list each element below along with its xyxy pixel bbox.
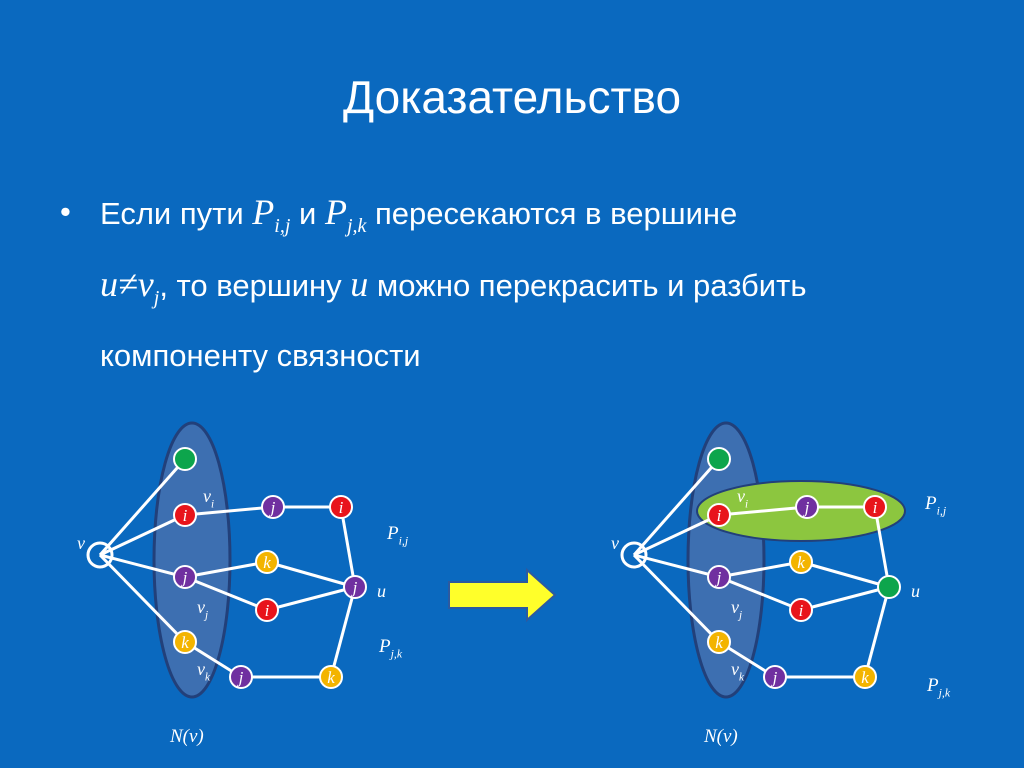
graph-node xyxy=(173,503,197,527)
bullet-dot: • xyxy=(60,194,71,229)
graph-edge xyxy=(339,506,357,588)
graph-edge xyxy=(184,505,274,517)
graph-node xyxy=(173,630,197,654)
label-v: v xyxy=(611,533,619,553)
vertex-v xyxy=(620,541,648,569)
graph-node xyxy=(795,495,819,519)
label-path-pij: Pi,j xyxy=(386,523,408,548)
graph-edge xyxy=(633,513,720,557)
graph-node xyxy=(707,503,731,527)
graph-edge xyxy=(632,553,721,644)
graph-node xyxy=(707,447,731,471)
graph-node xyxy=(319,665,343,689)
graph-node-label: k xyxy=(715,633,723,652)
graph-node xyxy=(877,575,901,599)
bullet-text-1: Если пути xyxy=(100,196,253,231)
slide-title: Доказательство xyxy=(342,71,682,123)
u-math: u xyxy=(350,264,369,305)
graph-node xyxy=(255,550,279,574)
graph-node xyxy=(763,665,787,689)
graph-node xyxy=(343,575,367,599)
graph-node-label: j xyxy=(269,498,276,517)
graph-node xyxy=(261,495,285,519)
graph-edge xyxy=(99,553,186,579)
graph-node xyxy=(173,565,197,589)
label-u: u xyxy=(911,581,920,601)
transform-arrow-icon xyxy=(448,567,557,623)
graph-node-label: i xyxy=(265,601,270,620)
graph-edge xyxy=(184,575,268,612)
graph-node xyxy=(863,495,887,519)
graph-node xyxy=(707,565,731,589)
graph-edge xyxy=(99,513,186,557)
graph-node-label: j xyxy=(237,668,244,687)
graph-edge xyxy=(863,586,891,678)
graph-edge xyxy=(800,585,890,612)
graph-edge xyxy=(266,585,356,612)
graph-node-label: k xyxy=(797,553,805,572)
graph-edge xyxy=(718,505,808,517)
diagram-right: i j k j i k i k j v vi vj vk u Pi,jPj,kN(v) xyxy=(611,421,951,747)
graph-node xyxy=(853,665,877,689)
graph-node-label: k xyxy=(327,668,335,687)
path-pij-math: Pi,j xyxy=(252,192,291,238)
graph-node-label: i xyxy=(339,498,344,517)
graph-node xyxy=(789,550,813,574)
graph-edge xyxy=(800,560,890,589)
graph-node-label: j xyxy=(715,568,722,587)
bullet-text-2: и xyxy=(290,196,325,231)
bullet-text-5: можно перекрасить и разбить компоненту с… xyxy=(100,268,807,374)
graph-node-label: k xyxy=(861,668,869,687)
graph-edge xyxy=(266,560,356,589)
bullet-text-3: пересекаются в вершине xyxy=(366,196,738,231)
graph-edge xyxy=(633,553,720,579)
label-v: v xyxy=(77,533,85,553)
label-vk: vk xyxy=(731,659,745,683)
graph-edge xyxy=(184,560,268,579)
graph-node xyxy=(789,598,813,622)
label-u: u xyxy=(377,581,386,601)
graph-node-label: i xyxy=(873,498,878,517)
graph-node-label: k xyxy=(263,553,271,572)
graph-node-label: j xyxy=(351,578,358,597)
diagram-left: i j k j i k i j k j v vi vj vk u Pi,jPj,kN(v) xyxy=(77,421,408,747)
graph-node xyxy=(329,495,353,519)
bullet-text: Если пути Pi,j и Pj,k пересекаются в вер… xyxy=(100,183,980,385)
u-neq-vj-math: u≠vj xyxy=(100,264,160,310)
graph-node-label: i xyxy=(799,601,804,620)
label-path-pjk: Pj,k xyxy=(926,675,951,700)
path-pjk-math: Pj,k xyxy=(324,192,367,238)
label-neighborhood: N(v) xyxy=(703,726,738,747)
graph-edge xyxy=(718,560,802,579)
graph-edge xyxy=(329,586,357,678)
graph-node xyxy=(173,447,197,471)
label-vi: vi xyxy=(203,486,214,510)
graph-node-label: i xyxy=(183,506,188,525)
label-path-pij: Pi,j xyxy=(924,493,946,518)
graph-node-label: k xyxy=(181,633,189,652)
graph-node xyxy=(255,598,279,622)
label-path-pjk: Pj,k xyxy=(378,636,403,661)
graph-node xyxy=(707,630,731,654)
label-vk: vk xyxy=(197,659,211,683)
label-neighborhood: N(v) xyxy=(169,726,204,747)
graph-edge xyxy=(873,506,891,588)
label-vj: vj xyxy=(197,597,208,621)
graph-node xyxy=(229,665,253,689)
graph-node-label: j xyxy=(181,568,188,587)
vertex-v xyxy=(86,541,114,569)
graph-edge xyxy=(98,458,187,556)
graph-node-label: j xyxy=(803,498,810,517)
graph-edge xyxy=(98,553,187,644)
label-vi: vi xyxy=(737,486,748,510)
bullet-text-4: , то вершину xyxy=(159,268,351,304)
graph-edge xyxy=(632,458,721,556)
graph-node-label: j xyxy=(771,668,778,687)
graph-edge xyxy=(718,575,802,612)
graph-node-label: i xyxy=(717,506,722,525)
label-vj: vj xyxy=(731,597,742,621)
